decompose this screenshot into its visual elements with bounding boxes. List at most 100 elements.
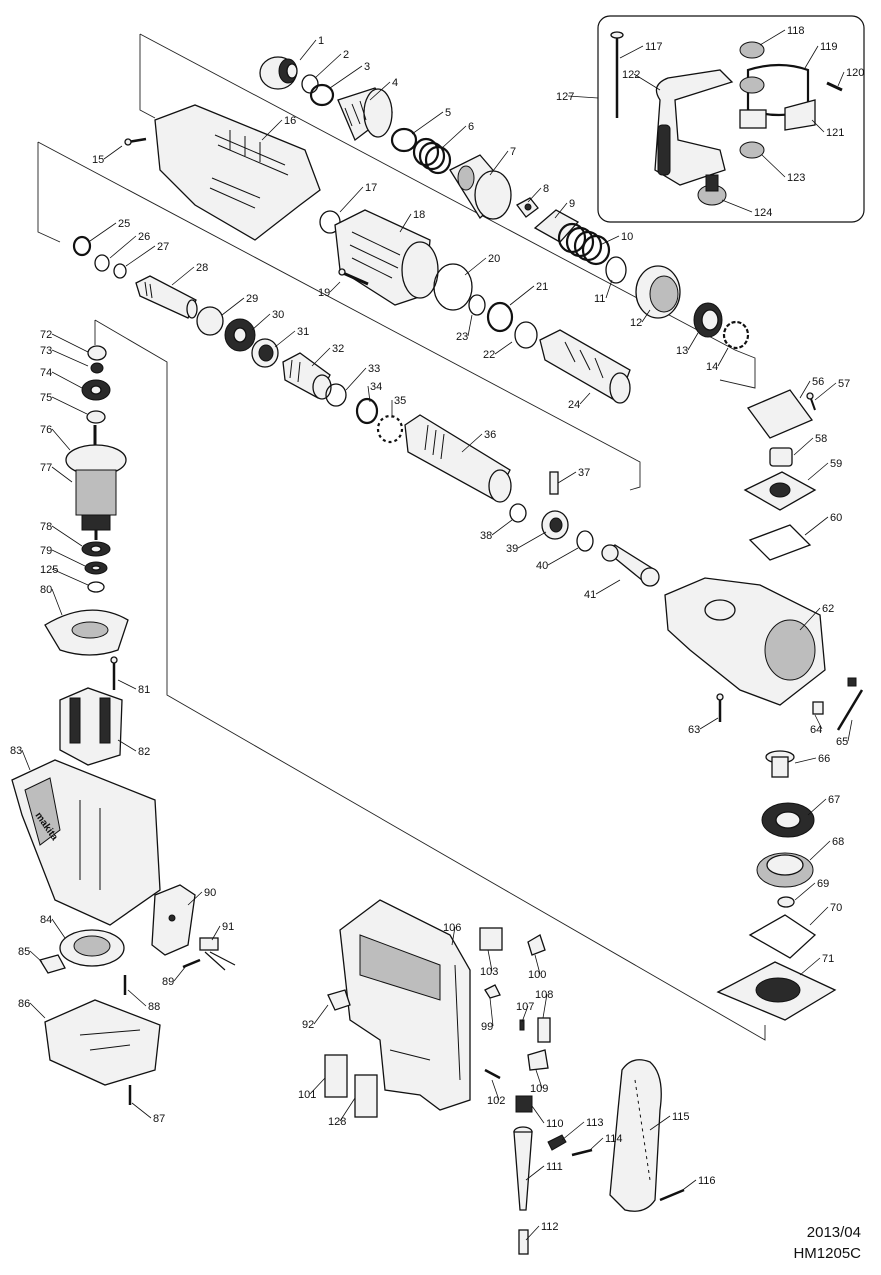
part-113-clamp — [547, 1134, 567, 1151]
part-23-o-ring — [468, 294, 486, 316]
part-number-87: 87 — [153, 1113, 165, 1125]
part-64-clip — [812, 701, 824, 715]
leader-line-39 — [517, 531, 547, 549]
part-number-28: 28 — [196, 262, 208, 274]
leader-line-3 — [329, 65, 363, 89]
part-90-controller — [151, 884, 196, 956]
part-125-washer — [87, 581, 105, 593]
part-number-90: 90 — [204, 887, 216, 899]
part-21-washer — [486, 301, 514, 333]
part-39-cup — [541, 510, 569, 540]
leader-line-2 — [314, 53, 342, 79]
leader-line-121 — [811, 119, 825, 133]
part-number-1: 1 — [318, 35, 324, 47]
part-number-83: 83 — [10, 745, 22, 757]
leader-line-31 — [274, 330, 296, 348]
leader-line-79 — [51, 549, 86, 567]
leader-line-110 — [531, 1105, 545, 1124]
leader-line-9 — [554, 202, 568, 219]
leader-line-128 — [339, 1097, 356, 1122]
part-number-39: 39 — [506, 543, 518, 555]
part-number-4: 4 — [392, 77, 398, 89]
part-number-124: 124 — [754, 207, 772, 219]
leader-line-71 — [799, 957, 821, 976]
part-77-armature — [75, 469, 117, 540]
part-number-120: 120 — [846, 67, 864, 79]
part-number-114: 114 — [605, 1133, 623, 1145]
leader-line-8 — [527, 187, 542, 203]
part-number-24: 24 — [568, 399, 580, 411]
part-number-66: 66 — [818, 753, 830, 765]
part-number-108: 108 — [535, 989, 553, 1001]
leader-line-14 — [717, 347, 729, 367]
part-number-37: 37 — [578, 467, 590, 479]
part-25-ring — [72, 235, 92, 257]
part-number-14: 14 — [706, 361, 718, 373]
part-number-119: 119 — [820, 41, 838, 53]
leader-line-100 — [534, 954, 541, 975]
part-111-cord-guard — [513, 1126, 533, 1211]
part-number-92: 92 — [302, 1019, 314, 1031]
part-number-117: 117 — [645, 41, 663, 53]
leader-line-90 — [187, 891, 203, 906]
part-33-o-ring — [325, 383, 347, 407]
leader-line-59 — [807, 462, 829, 481]
leader-line-70 — [809, 906, 829, 926]
leader-line-76 — [51, 428, 71, 451]
leader-line-83 — [21, 749, 31, 771]
part-19-screw — [338, 268, 369, 286]
part-86-rear-cover — [44, 999, 161, 1086]
leader-lines — [21, 29, 853, 1241]
leader-line-64 — [814, 714, 823, 730]
leader-line-84 — [51, 918, 66, 939]
part-number-101: 101 — [298, 1089, 316, 1101]
leader-line-38 — [491, 519, 513, 536]
leader-line-91 — [211, 925, 221, 941]
part-number-75: 75 — [40, 392, 52, 404]
part-58-bushing — [769, 447, 793, 467]
part-76-armature-fan — [65, 425, 127, 476]
part-number-9: 9 — [569, 198, 575, 210]
part-8-key — [516, 197, 539, 218]
part-7-retainer — [449, 154, 512, 220]
part-number-33: 33 — [368, 363, 380, 375]
part-number-127: 127 — [556, 91, 574, 103]
part-124-knob — [697, 174, 727, 206]
part-number-21: 21 — [536, 281, 548, 293]
leader-line-77 — [51, 466, 73, 483]
part-number-30: 30 — [272, 309, 284, 321]
leader-line-28 — [171, 266, 195, 286]
part-69-washer — [777, 896, 795, 908]
part-73-ring — [90, 362, 104, 374]
leader-line-15 — [103, 145, 123, 160]
leader-line-65 — [847, 719, 853, 742]
leader-line-87 — [131, 1102, 152, 1119]
leader-line-30 — [251, 313, 271, 331]
leader-line-20 — [464, 257, 487, 276]
part-number-63: 63 — [688, 724, 700, 736]
leader-line-19 — [329, 281, 341, 293]
part-number-79: 79 — [40, 545, 52, 557]
part-65-bolt — [836, 677, 864, 731]
part-number-118: 118 — [787, 25, 805, 37]
leader-line-22 — [494, 341, 513, 355]
part-4-sleeve — [337, 87, 393, 142]
part-number-99: 99 — [481, 1021, 493, 1033]
part-number-6: 6 — [468, 121, 474, 133]
leader-line-101 — [309, 1077, 326, 1095]
leader-line-99 — [489, 997, 494, 1027]
part-40-ring — [576, 530, 594, 552]
leader-line-115 — [649, 1115, 671, 1131]
leader-line-21 — [509, 285, 535, 306]
part-9-plate — [533, 209, 580, 243]
leader-line-81 — [117, 679, 137, 690]
part-number-22: 22 — [483, 349, 495, 361]
part-103-switch-cover — [479, 927, 503, 951]
part-80-baffle-plate — [44, 609, 129, 656]
leader-line-7 — [489, 150, 509, 176]
leader-line-106 — [451, 926, 456, 946]
part-106-handle-housing — [339, 899, 471, 1111]
part-number-36: 36 — [484, 429, 496, 441]
leader-line-60 — [804, 516, 829, 536]
part-number-17: 17 — [365, 182, 377, 194]
